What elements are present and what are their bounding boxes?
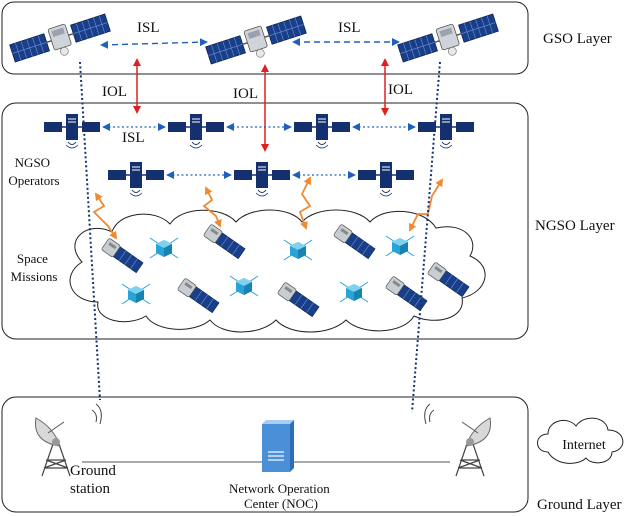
iol-label: IOL: [102, 84, 127, 100]
ngso-operators-label: NGSO Operators: [8, 155, 59, 188]
isl-label: ISL: [137, 20, 160, 36]
iol-label: IOL: [388, 82, 413, 98]
isl-link: [100, 38, 208, 49]
ground-layer-label: Ground Layer: [537, 497, 622, 513]
ngso-satellite-icon: [357, 161, 415, 197]
ngso-satellite-icon: [293, 113, 351, 149]
signal-waves-icon: [91, 403, 435, 425]
ngso-satellite-icon: [233, 161, 291, 197]
ground-to-gso-link: [411, 61, 441, 413]
server-icon: [262, 420, 294, 472]
ngso-layer-label: NGSO Layer: [535, 218, 615, 234]
ngso-satellite-icon: [167, 113, 225, 149]
ground-layer-frame: [1, 396, 529, 513]
noc-label: Network Operation Center (NOC): [229, 481, 333, 511]
space-missions-label: Space Missions: [11, 251, 58, 284]
iol-label: IOL: [233, 86, 258, 102]
satellite-dish-icon: [34, 417, 71, 477]
ngso-satellite-icon: [107, 161, 165, 197]
gso-satellite-icon: [395, 10, 502, 72]
uplink-arrows: [92, 176, 444, 240]
gso-satellite-icon: [7, 10, 114, 72]
space-missions-cloud: [69, 209, 486, 333]
ngso-satellite-icon: [43, 113, 101, 149]
gso-satellite-icon: [203, 12, 310, 74]
ngso-isl-label: ISL: [122, 130, 145, 146]
satellite-dish-icon: [455, 417, 492, 477]
ground-station-label: Ground station: [70, 463, 120, 497]
isl-label: ISL: [338, 20, 361, 36]
cloud-icon: [537, 417, 624, 464]
ngso-satellite-icon: [417, 113, 475, 149]
internet-label: Internet: [562, 438, 606, 453]
gso-layer-label: GSO Layer: [543, 31, 612, 47]
